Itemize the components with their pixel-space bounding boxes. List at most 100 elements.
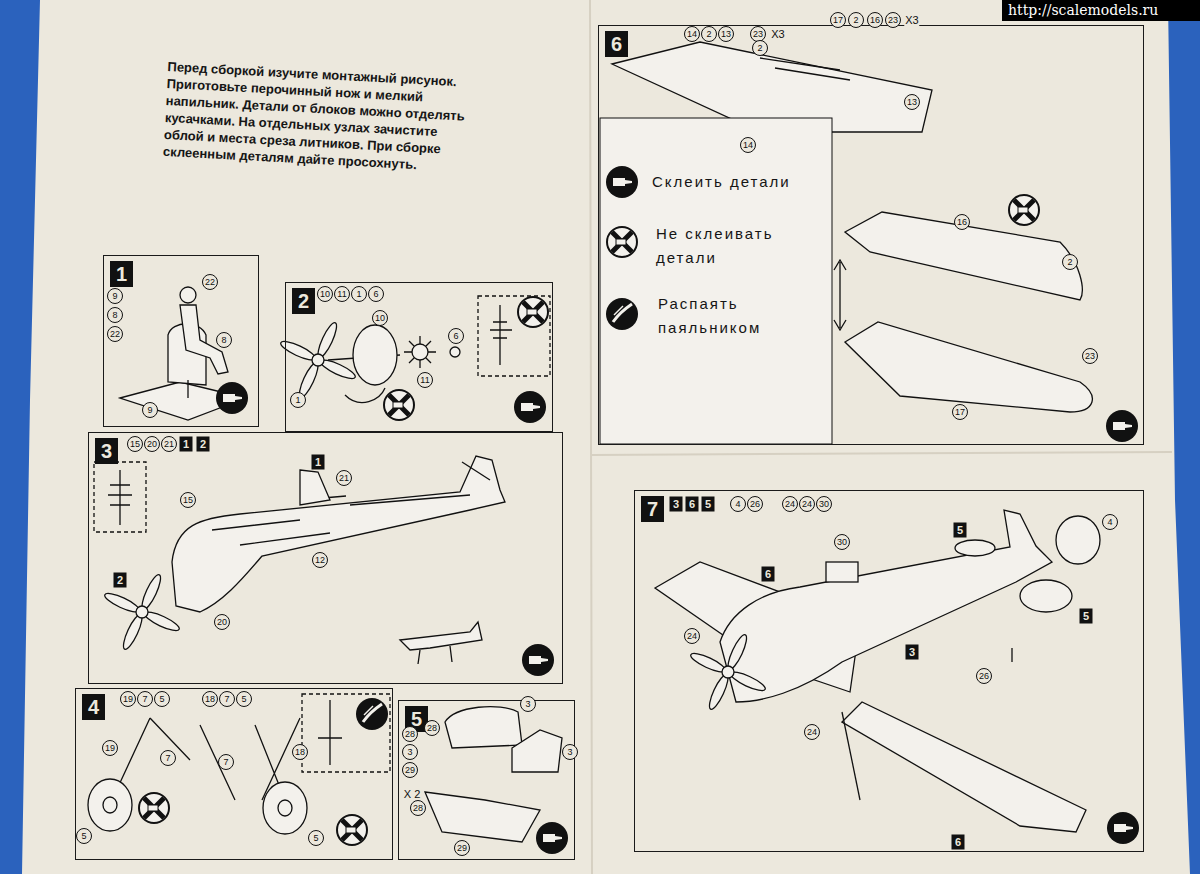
inset-frame: [302, 694, 390, 772]
double-arrow: [462, 462, 490, 480]
callout-number: 5: [236, 691, 252, 707]
callout-number: 14: [684, 26, 700, 42]
fold-line: [590, 0, 1172, 874]
callout-number: 29: [454, 840, 470, 856]
quantity-note: X3: [770, 28, 785, 40]
wheel: [263, 782, 307, 834]
callout-number: 22: [202, 274, 218, 290]
propeller: [689, 633, 768, 712]
callout-number: 7: [137, 691, 153, 707]
legend-text: Не склеивать детали: [656, 222, 816, 270]
no-glue-icon: [518, 297, 548, 327]
subassembly-number: 3: [670, 497, 683, 512]
callout-number: 7: [218, 754, 234, 770]
subassembly-number: 1: [312, 455, 325, 470]
callout-number: 23: [885, 12, 901, 28]
plane-silhouette: [400, 622, 482, 664]
callout-number: 29: [402, 762, 418, 778]
step-panel: 1: [103, 255, 259, 427]
elevator: [512, 730, 562, 772]
glue-icon: [1107, 812, 1139, 844]
glue-icon: [514, 391, 546, 423]
canopy: [826, 562, 858, 582]
subassembly-number: 6: [686, 497, 699, 512]
glue-icon: [522, 644, 554, 676]
propeller: [103, 573, 182, 652]
step-number: 2: [292, 288, 315, 314]
callout-number: 19: [102, 740, 118, 756]
callout-number: 6: [448, 328, 464, 344]
callout-number: 24: [782, 496, 798, 512]
step-number: 3: [95, 438, 118, 464]
wing-upper: [845, 212, 1082, 300]
callout-number: 24: [799, 496, 815, 512]
glue-icon: [216, 382, 248, 414]
callout-number: 20: [214, 614, 230, 630]
callout-number: 3: [520, 696, 536, 712]
hub: [278, 800, 292, 816]
callout-number: 8: [107, 307, 123, 323]
tailplane-drawing: [425, 707, 562, 842]
stabilizer: [1056, 516, 1100, 564]
callout-number: 5: [76, 828, 92, 844]
flap-lines: [760, 58, 850, 80]
inset-shaft: [108, 470, 132, 525]
step-panel: 4: [75, 688, 393, 860]
callout-number: 28: [424, 720, 440, 736]
panel-lines: [212, 495, 470, 545]
callout-number: 13: [718, 26, 734, 42]
step-panel: 7: [634, 490, 1144, 852]
hub: [103, 797, 117, 813]
quantity-note: X 2: [403, 788, 422, 800]
inset-shaft: [490, 305, 512, 365]
cowling: [353, 325, 397, 385]
callout-number: 21: [161, 436, 177, 452]
callout-number: 20: [144, 436, 160, 452]
landing-gear-drawing: [88, 694, 390, 834]
subassembly-number: 2: [114, 573, 127, 588]
glue-icon: [536, 822, 568, 854]
callout-number: 28: [410, 800, 426, 816]
instruction-note: Перед сборкой изучите монтажный рисунок.…: [163, 58, 470, 176]
callout-number: 6: [368, 286, 384, 302]
plane-drawing: [655, 510, 1100, 832]
stabilizer: [955, 540, 995, 556]
callout-number: 1: [351, 286, 367, 302]
solder-icon: [356, 698, 388, 730]
subassembly-number: 5: [954, 523, 967, 538]
legend-panel: [600, 118, 832, 444]
callout-number: 2: [752, 40, 768, 56]
callout-number: 26: [747, 496, 763, 512]
engine-cylinders: [404, 336, 436, 368]
callout-number: 11: [334, 286, 350, 302]
callout-number: 2: [701, 26, 717, 42]
stabilizer: [1020, 580, 1072, 612]
watermark: http://scalemodels.ru: [1004, 1, 1162, 19]
subassembly-number: 6: [952, 835, 965, 850]
inset-frame: [94, 462, 146, 532]
step-number: 6: [605, 31, 628, 57]
callout-number: 13: [904, 94, 920, 110]
callout-number: 24: [684, 628, 700, 644]
subassembly-number: 5: [1080, 609, 1093, 624]
quantity-note: X3: [904, 14, 919, 26]
watermark-bar: [1002, 0, 1200, 21]
arrow-line: [842, 712, 860, 800]
fuselage: [720, 510, 1052, 702]
callout-number: 9: [142, 402, 158, 418]
engine-core: [412, 344, 428, 360]
callout-number: 2: [1062, 254, 1078, 270]
callout-number: 18: [202, 691, 218, 707]
propeller: [279, 321, 358, 400]
callout-number: 30: [834, 534, 850, 550]
callout-number: 22: [107, 326, 123, 342]
no-glue-icon: [607, 227, 637, 257]
callout-number: 10: [372, 310, 388, 326]
step-number: 4: [82, 694, 105, 720]
callout-number: 2: [848, 12, 864, 28]
wheel: [88, 779, 132, 831]
engine-drawing: [328, 296, 550, 403]
paper-sheet: [22, 0, 1190, 874]
callout-number: 18: [292, 744, 308, 760]
inset-strut: [318, 700, 342, 765]
